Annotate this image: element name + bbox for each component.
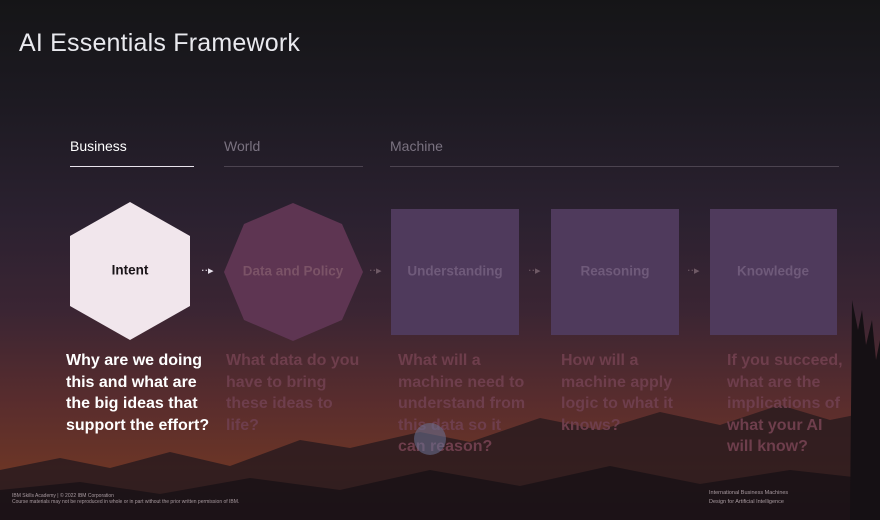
square-shape — [391, 209, 519, 335]
tab-machine-underline — [390, 166, 839, 167]
reasoning-step[interactable]: Reasoning — [551, 209, 679, 335]
step-label-knowledge: Knowledge — [737, 264, 809, 279]
understanding-step[interactable]: Understanding — [391, 209, 519, 335]
step-label-data-policy: Data and Policy — [243, 264, 344, 279]
question-intent: Why are we doing this and what are the b… — [66, 352, 210, 434]
intent-step[interactable]: Intent — [70, 202, 190, 340]
footer-left: IBM Skills Academy | © 2022 IBM Corporat… — [12, 493, 240, 505]
arrow-icon: ··▸ — [687, 264, 700, 277]
knowledge-step[interactable]: Knowledge — [710, 209, 837, 335]
step-label-reasoning: Reasoning — [580, 264, 649, 279]
question-data-policy: What data do you have to bring these ide… — [226, 352, 360, 434]
square-shape — [551, 209, 679, 335]
slide-title: AI Essentials Framework — [19, 28, 301, 57]
data-policy-step[interactable]: Data and Policy — [224, 203, 363, 341]
tab-business-underline — [70, 166, 194, 167]
footer-right: International Business Machines Design f… — [709, 490, 789, 505]
step-label-understanding: Understanding — [407, 264, 502, 279]
arrow-icon: ··▸ — [201, 264, 214, 277]
question-reasoning: How will a machine apply logic to what i… — [561, 352, 673, 434]
tab-business[interactable]: Business — [70, 138, 127, 154]
tab-machine[interactable]: Machine — [390, 138, 443, 154]
arrow-icon: ··▸ — [528, 264, 541, 277]
arrow-icon: ··▸ — [369, 264, 382, 277]
octagon-shape — [224, 203, 363, 341]
square-shape — [710, 209, 837, 335]
tab-world-underline — [224, 166, 363, 167]
question-knowledge: If you succeed, what are the implication… — [727, 352, 843, 455]
tab-world[interactable]: World — [224, 138, 261, 154]
hexagon-shape — [70, 202, 190, 340]
cursor-indicator — [414, 423, 446, 455]
step-label-intent: Intent — [112, 263, 149, 278]
